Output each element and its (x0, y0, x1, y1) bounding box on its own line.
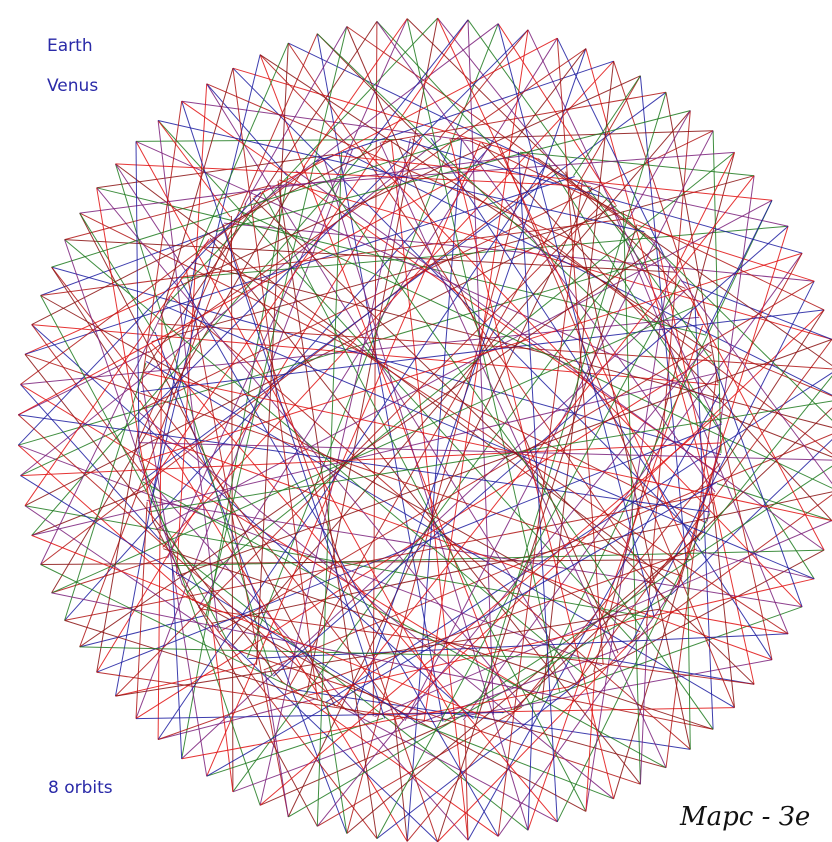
orbit-line (550, 696, 713, 729)
orbit-line (468, 20, 715, 365)
orbit-line (557, 38, 664, 255)
orbit-line (513, 400, 832, 710)
orbit-line (549, 163, 815, 579)
orbit-line (52, 593, 552, 695)
orbit-line (144, 21, 377, 371)
orbit-line (651, 239, 832, 490)
orbit-lines (18, 18, 832, 842)
orbit-line (139, 451, 260, 805)
orbit-line (722, 414, 832, 461)
orbit-line (400, 140, 802, 254)
orbit-line (377, 280, 680, 839)
orbit-line (65, 363, 146, 621)
orbit-line (438, 224, 638, 842)
orbit-line (245, 27, 347, 205)
orbit-line (65, 186, 271, 240)
orbit-line (25, 239, 209, 506)
label-venus: Venus (47, 76, 98, 96)
orbit-line (97, 432, 138, 672)
orbit-line (307, 18, 438, 695)
orbit-line (158, 121, 632, 641)
orbit-line (161, 68, 233, 316)
orbit-line (713, 131, 721, 453)
orbit-line (714, 363, 802, 607)
orbit-line (41, 565, 299, 691)
orbit-line (440, 30, 528, 138)
orbit-line (660, 610, 788, 634)
orbit-line (260, 721, 453, 805)
orbit-line (640, 625, 647, 785)
caption-text: Марс - Зе (680, 800, 810, 834)
orbit-line (528, 703, 533, 830)
orbit-line (407, 140, 461, 842)
orbit-line (116, 664, 256, 696)
orbit-line (136, 713, 504, 719)
orbit-line (80, 213, 335, 706)
orbit-line (509, 49, 586, 149)
orbit-line (262, 191, 586, 811)
label-earth: Earth (47, 36, 93, 56)
orbit-line (373, 21, 377, 716)
orbit-line (498, 181, 582, 836)
orbit-line (225, 638, 437, 842)
orbit-line (519, 152, 558, 822)
label-orbit-count: 8 orbits (48, 778, 113, 798)
orbit-line (722, 433, 772, 660)
orbit-line (21, 138, 442, 475)
orbit-line (688, 567, 691, 749)
orbit-line (260, 55, 512, 711)
orbit-line (463, 253, 802, 720)
orbit-line (594, 152, 735, 671)
orbit-line (586, 264, 670, 812)
